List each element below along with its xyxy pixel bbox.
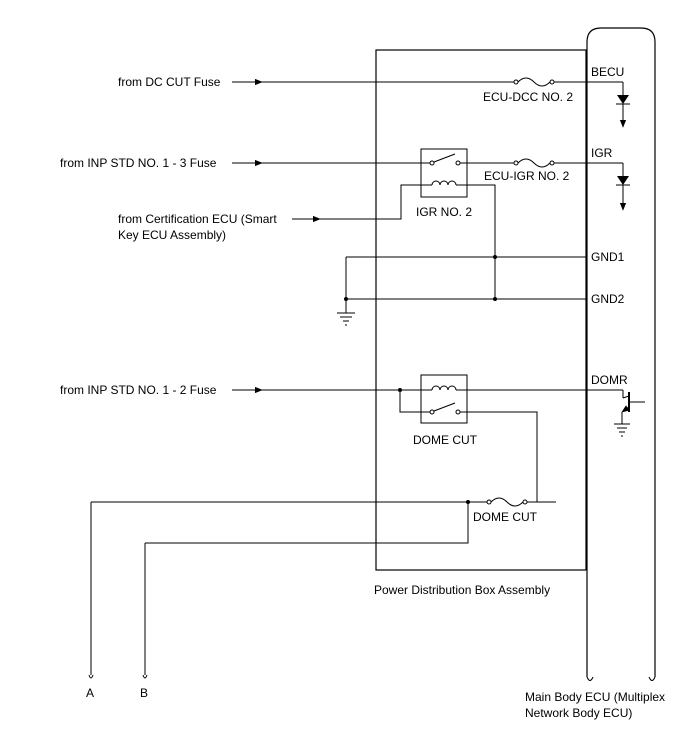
input-cert-ecu-label-2: Key ECU Assembly) [118,228,226,242]
ground-icon [337,312,355,326]
relay-dome-cut-label: DOME CUT [413,433,478,447]
ecu-label-line1: Main Body ECU (Multiplex [525,690,665,704]
terminal-gnd2: GND2 [591,292,625,306]
diode-igr-icon [616,176,630,186]
relay-igr-label: IGR NO. 2 [416,205,472,219]
fuse-ecu-dcc-label: ECU-DCC NO. 2 [483,90,573,104]
terminal-igr: IGR [591,146,613,160]
relay-dome-cut-icon [420,374,468,424]
main-body-ecu-box [586,27,656,677]
fuse-ecu-dcc-icon [513,77,555,87]
connector-a: A [86,686,94,700]
relay-igr-icon [420,148,468,198]
terminal-domr: DOMR [591,373,628,387]
terminal-becu: BECU [591,65,624,79]
fuse-ecu-igr-icon [513,158,555,168]
fuse-dome-cut-label: DOME CUT [473,510,538,524]
input-dc-cut-label: from DC CUT Fuse [118,75,221,89]
transistor-domr-icon [621,392,645,413]
terminal-gnd1: GND1 [591,250,625,264]
input-inp-std-1-3-label: from INP STD NO. 1 - 3 Fuse [60,156,217,170]
pdb-label: Power Distribution Box Assembly [374,583,550,597]
wire-b [145,502,469,544]
input-inp-std-1-2-label: from INP STD NO. 1 - 2 Fuse [60,383,217,397]
connector-b: B [140,686,148,700]
fuse-dome-cut-icon [486,497,528,507]
diode-becu-icon [616,95,630,105]
fuse-ecu-igr-label: ECU-IGR NO. 2 [484,169,570,183]
ecu-label-line2: Network Body ECU) [525,706,632,720]
ground-domr-icon [614,423,630,437]
input-cert-ecu-label-1: from Certification ECU (Smart [118,212,277,226]
power-distribution-box [375,49,587,571]
